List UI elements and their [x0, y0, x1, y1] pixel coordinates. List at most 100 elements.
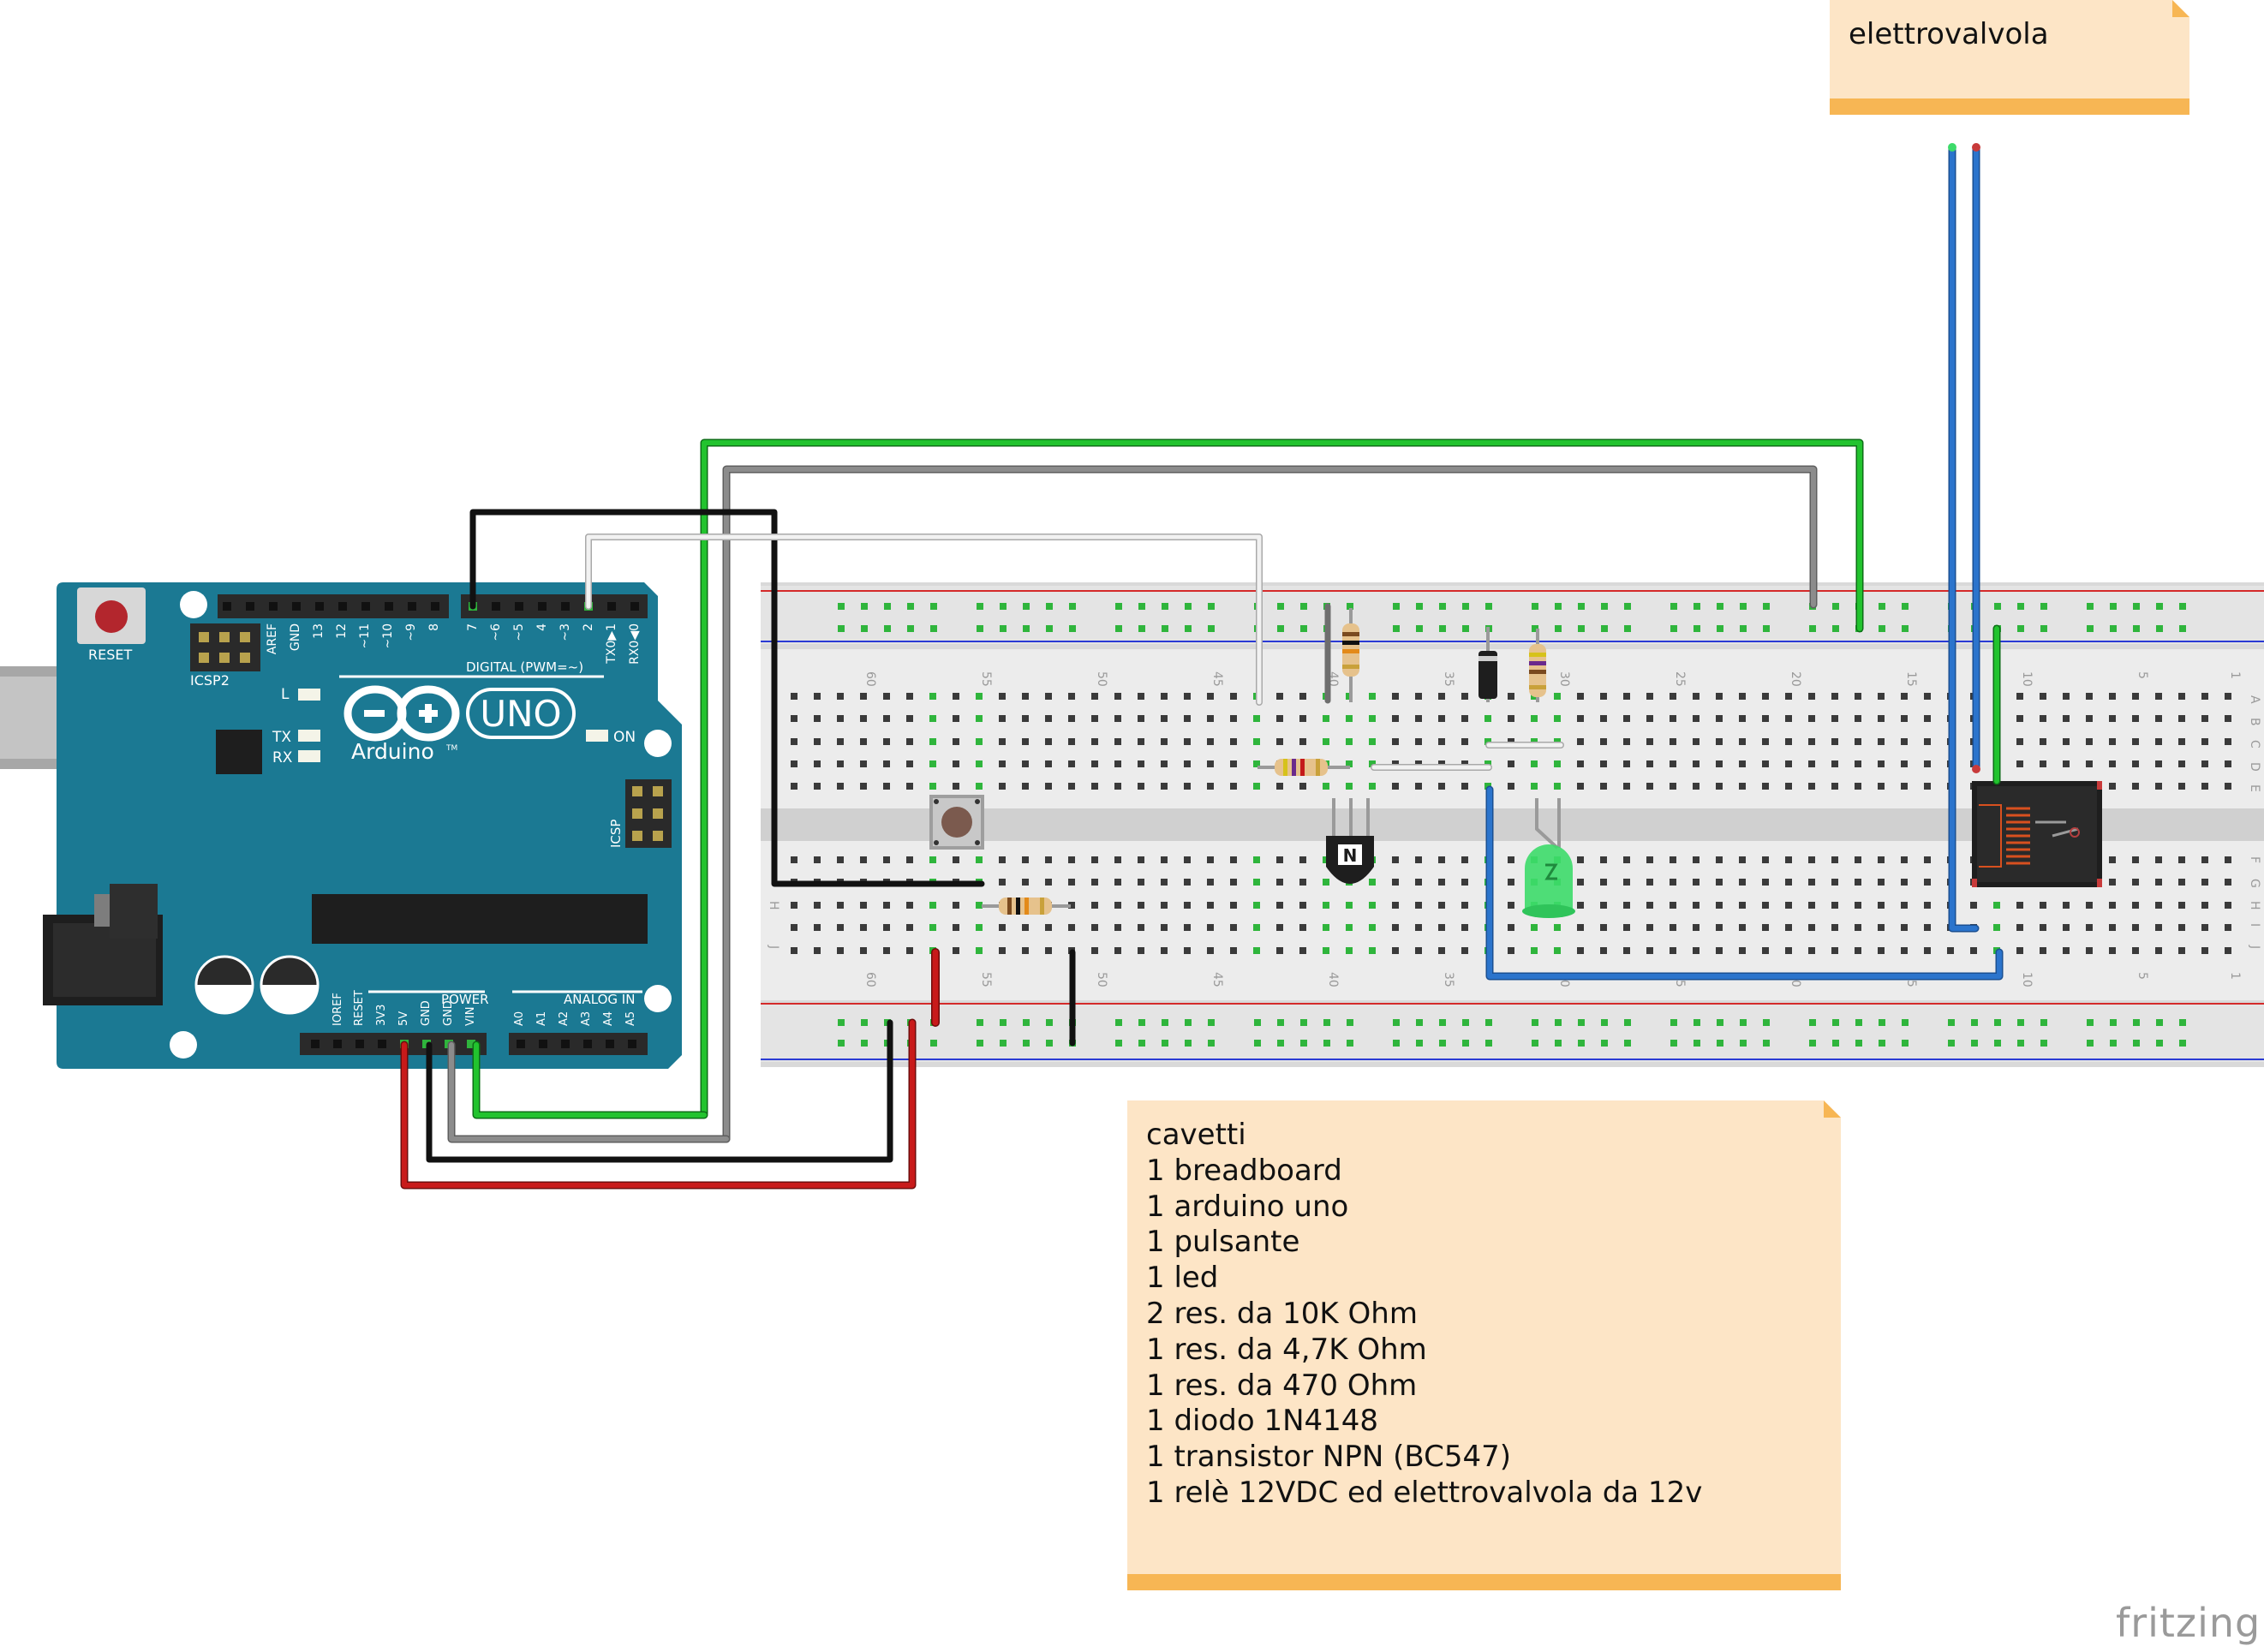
mounting-hole	[170, 1031, 197, 1059]
breadboard-hole	[1993, 902, 2000, 909]
breadboard-hole	[1831, 783, 1838, 790]
breadboard-hole	[2110, 625, 2117, 632]
breadboard-hole	[1230, 738, 1237, 745]
breadboard-hole	[1623, 783, 1630, 790]
breadboard-hole	[1115, 625, 1122, 632]
breadboard-hole	[2179, 1040, 2186, 1047]
wire-end	[1972, 765, 1980, 773]
breadboard-hole	[1646, 879, 1653, 886]
breadboard-hole	[837, 924, 844, 931]
header-pin	[561, 602, 570, 611]
col-number: 50	[1095, 972, 1108, 987]
breadboard-hole	[1022, 760, 1029, 767]
reset-button-cap[interactable]	[95, 600, 128, 633]
breadboard-hole	[1000, 603, 1007, 610]
breadboard-hole	[953, 693, 959, 700]
breadboard-hole	[1624, 1040, 1631, 1047]
breadboard-hole	[1762, 902, 1769, 909]
breadboard-hole	[1022, 715, 1029, 722]
breadboard-hole	[1716, 856, 1723, 863]
breadboard-hole	[1831, 947, 1838, 954]
arduino-uno-board: RESET ICSP2 AREF GND 13 12 ~11 ~10 ~9 8 …	[0, 582, 682, 1069]
breadboard-hole	[2201, 902, 2208, 909]
breadboard-hole	[814, 902, 821, 909]
breadboard-hole	[1971, 1019, 1978, 1026]
breadboard-hole	[1785, 693, 1792, 700]
breadboard-hole	[1694, 603, 1700, 610]
breadboard-hole	[1369, 783, 1376, 790]
breadboard-hole	[2086, 715, 2093, 722]
breadboard-hole	[1878, 783, 1885, 790]
breadboard-hole	[1207, 693, 1214, 700]
breadboard-hole	[1693, 879, 1699, 886]
breadboard-hole	[1461, 856, 1468, 863]
breadboard-hole	[1254, 1040, 1261, 1047]
breadboard-hole	[1970, 902, 1977, 909]
breadboard-hole	[1068, 760, 1075, 767]
breadboard-hole	[1277, 603, 1284, 610]
col-number: 20	[1789, 671, 1802, 687]
breadboard-hole	[1531, 715, 1538, 722]
breadboard-hole	[1091, 879, 1098, 886]
note-parts-list[interactable]: cavetti 1 breadboard 1 arduino uno 1 pul…	[1127, 1100, 1841, 1590]
breadboard-hole	[1022, 924, 1029, 931]
breadboard-hole	[2086, 924, 2093, 931]
wire-red-5v	[402, 1020, 915, 1188]
breadboard-hole	[2086, 947, 2093, 954]
breadboard-hole	[1855, 783, 1861, 790]
push-button[interactable]	[929, 795, 984, 850]
breadboard-hole	[1369, 738, 1376, 745]
fritzing-logo: fritzing	[2116, 1600, 2261, 1646]
pin-label: ~9	[404, 623, 418, 641]
parts-line: 1 transistor NPN (BC547)	[1146, 1440, 1511, 1475]
led-tx-label: TX	[272, 729, 291, 746]
breadboard-hole	[1763, 1040, 1770, 1047]
breadboard-hole	[1577, 693, 1584, 700]
breadboard-hole	[1623, 693, 1630, 700]
breadboard-hole	[1646, 693, 1653, 700]
parts-line: cavetti	[1146, 1118, 1246, 1152]
breadboard-hole	[1299, 947, 1306, 954]
breadboard-hole	[1670, 856, 1676, 863]
breadboard-hole	[1508, 783, 1514, 790]
breadboard-hole	[1670, 783, 1676, 790]
breadboard-hole	[953, 902, 959, 909]
breadboard-hole	[929, 738, 936, 745]
breadboard-hole	[1508, 947, 1514, 954]
breadboard-hole	[999, 715, 1006, 722]
breadboard-hole	[2156, 625, 2163, 632]
breadboard-hole	[1762, 738, 1769, 745]
breadboard-hole	[2087, 1040, 2094, 1047]
breadboard-hole	[1694, 1040, 1700, 1047]
breadboard-hole	[1878, 879, 1885, 886]
breadboard-hole	[1022, 879, 1029, 886]
row-letter: J	[2248, 945, 2261, 949]
breadboard-hole	[929, 760, 936, 767]
breadboard-hole	[1369, 924, 1376, 931]
breadboard-hole	[1369, 902, 1376, 909]
breadboard-hole	[929, 924, 936, 931]
breadboard-hole	[1555, 1040, 1562, 1047]
mounting-hole	[644, 985, 672, 1012]
breadboard-hole	[929, 783, 936, 790]
breadboard-hole	[883, 902, 890, 909]
wire-end	[1972, 143, 1980, 152]
note-elettrovalvola[interactable]: elettrovalvola	[1830, 0, 2189, 115]
breadboard-hole	[1045, 856, 1052, 863]
breadboard-hole	[1739, 783, 1746, 790]
breadboard-hole	[906, 856, 913, 863]
col-number: 1	[2228, 972, 2242, 980]
breadboard-hole	[999, 924, 1006, 931]
breadboard-hole	[1994, 1040, 2001, 1047]
breadboard-hole	[791, 902, 797, 909]
breadboard-hole	[791, 856, 797, 863]
breadboard-hole	[1785, 902, 1792, 909]
breadboard-hole	[814, 738, 821, 745]
parts-list-text: cavetti 1 breadboard 1 arduino uno 1 pul…	[1146, 1118, 1702, 1512]
breadboard-hole	[1924, 947, 1931, 954]
breadboard-hole	[1369, 760, 1376, 767]
breadboard-hole	[1207, 738, 1214, 745]
breadboard-hole	[977, 603, 983, 610]
breadboard-hole	[1879, 625, 1885, 632]
row-letter: J	[767, 945, 780, 949]
